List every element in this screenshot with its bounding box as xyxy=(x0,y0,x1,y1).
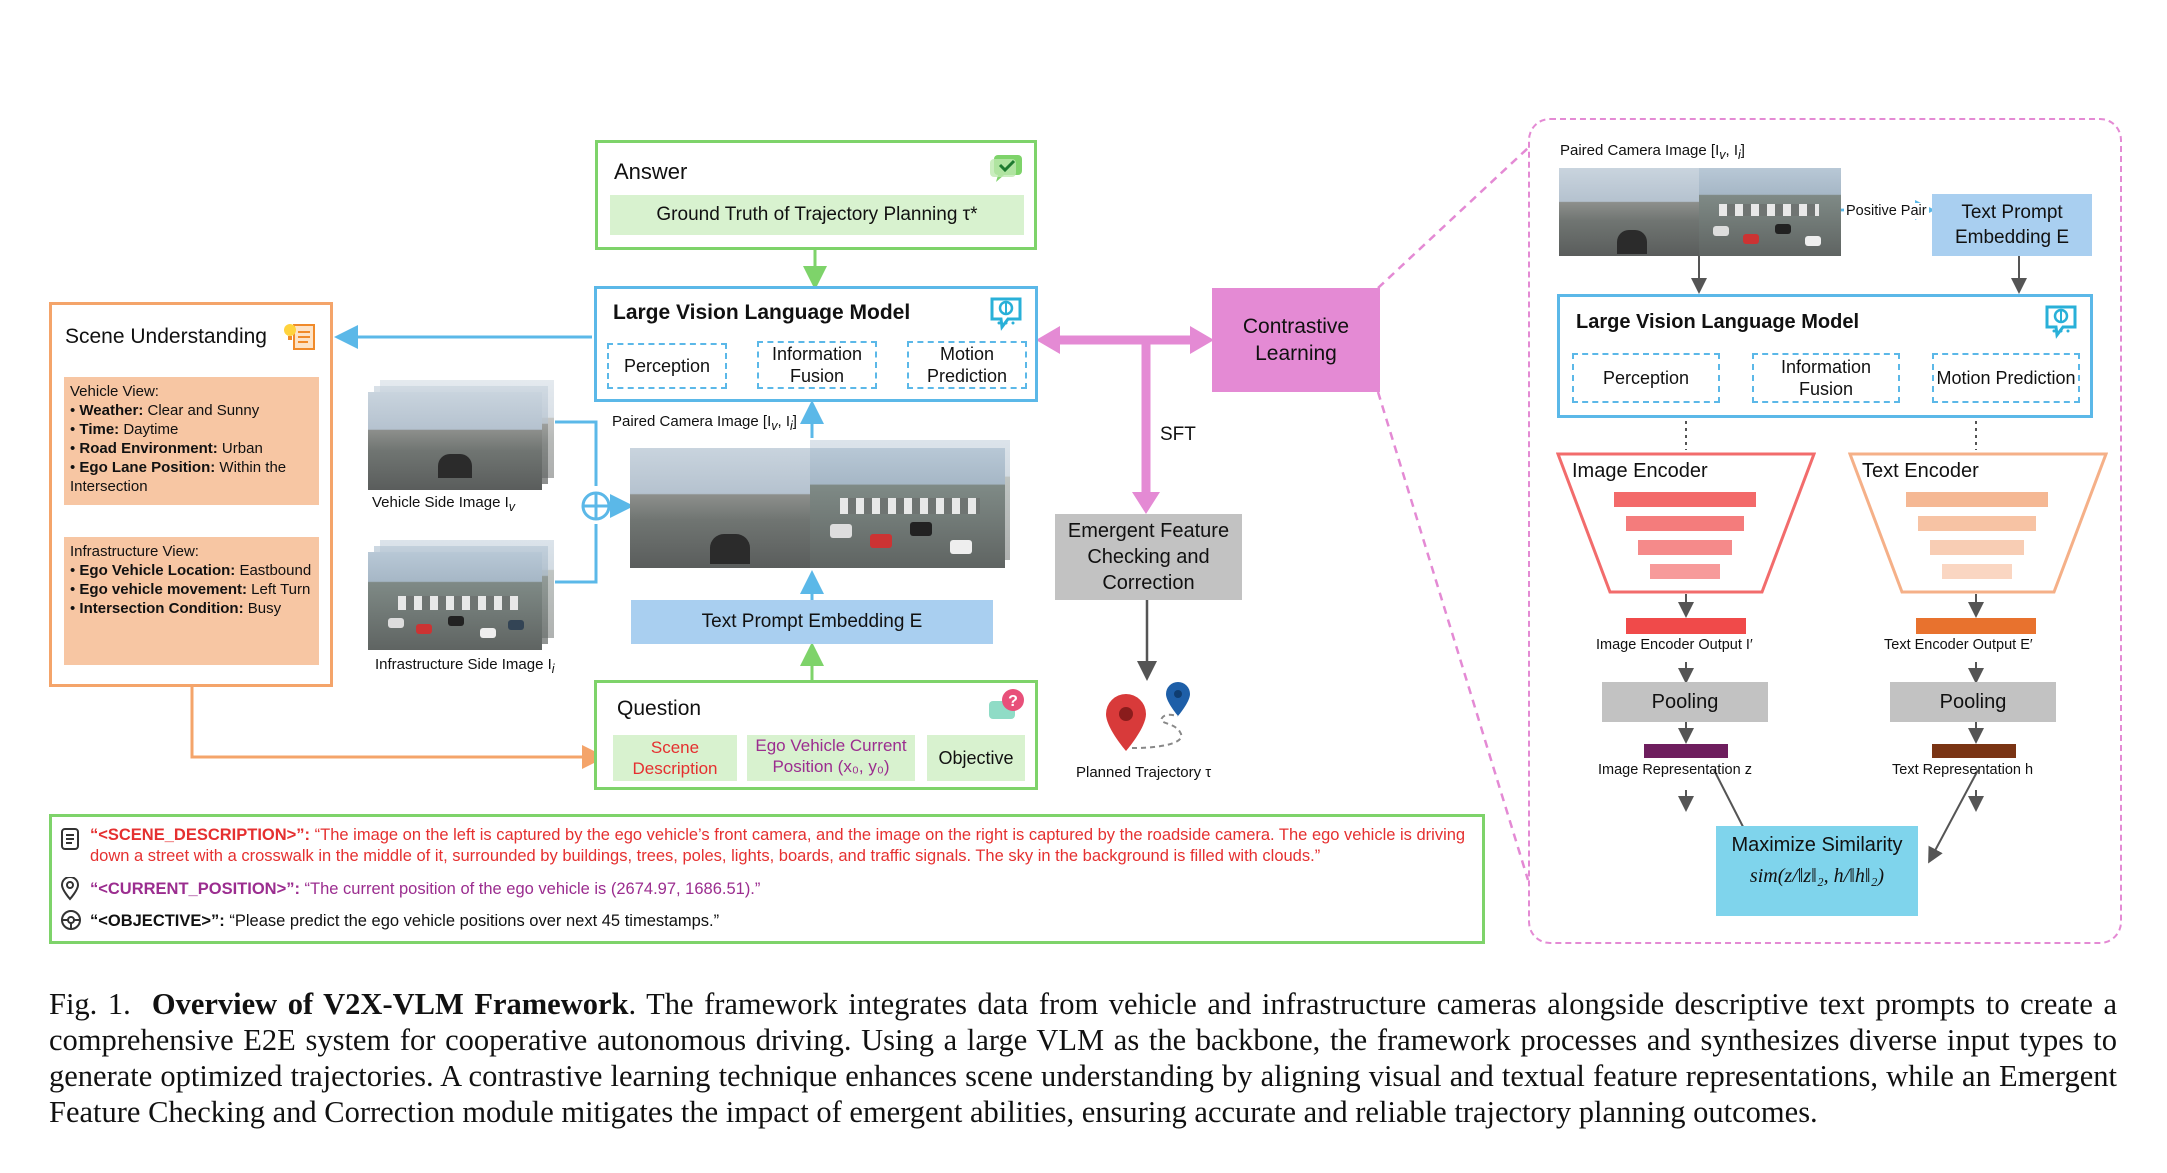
ego-position-token: Ego Vehicle Current Position (x₀, y₀) xyxy=(747,735,915,781)
infra-view-item: • Ego vehicle movement: Left Turn xyxy=(70,581,311,598)
prompt-definitions-box: “<SCENE_DESCRIPTION>”: “The image on the… xyxy=(49,814,1485,944)
scene-understanding-box: Scene Understanding Vehicle View: • Weat… xyxy=(49,302,333,687)
image-representation-bar xyxy=(1644,744,1728,758)
rp-paired-camera-image xyxy=(1559,168,1841,256)
infrastructure-view-panel: Infrastructure View: • Ego Vehicle Locat… xyxy=(64,537,319,665)
image-pooling-box: Pooling xyxy=(1602,682,1768,722)
vehicle-view-item: • Ego Lane Position: Within the Intersec… xyxy=(70,459,287,495)
text-prompt-embedding: Text Prompt Embedding E xyxy=(631,600,993,644)
chat-check-icon xyxy=(988,153,1024,183)
rp-motion-prediction: Motion Prediction xyxy=(1932,353,2080,403)
infra-view-item: • Ego Vehicle Location: Eastbound xyxy=(70,562,312,579)
question-title: Question xyxy=(617,697,702,720)
vlm-motion-prediction: Motion Prediction xyxy=(907,341,1027,389)
svg-text:?: ? xyxy=(1008,693,1018,710)
rp-brain-chip-icon xyxy=(2042,303,2080,339)
vehicle-side-image xyxy=(368,392,542,490)
infrastructure-side-image-stack xyxy=(368,540,554,650)
contrastive-detail-panel xyxy=(1528,118,2122,944)
scene-understanding-title: Scene Understanding xyxy=(65,325,267,348)
rp-paired-image-label: Paired Camera Image [Iv, Ii] xyxy=(1560,142,1745,162)
sft-label: SFT xyxy=(1160,424,1196,445)
infra-view-item: • Intersection Condition: Busy xyxy=(70,600,282,617)
text-pooling-box: Pooling xyxy=(1890,682,2056,722)
text-encoder-shape xyxy=(1848,452,2108,594)
document-icon xyxy=(60,827,80,851)
image-encoder-label: Image Encoder xyxy=(1572,460,1708,482)
image-encoder-shape xyxy=(1556,452,1816,594)
vehicle-side-label: Vehicle Side Image Iv xyxy=(372,494,516,514)
current-position-prompt: “<CURRENT_POSITION>”: “The current posit… xyxy=(90,880,761,898)
vehicle-view-item: • Road Environment: Urban xyxy=(70,440,263,457)
objective-prompt: “<OBJECTIVE>”: “Please predict the ego v… xyxy=(90,912,720,930)
map-pin-icon xyxy=(1098,676,1194,766)
paired-image-label: Paired Camera Image [Iv, Ii] xyxy=(612,413,797,433)
vehicle-view-panel: Vehicle View: • Weather: Clear and Sunny… xyxy=(64,377,319,505)
contrastive-learning-box: Contrastive Learning xyxy=(1212,288,1380,392)
maximize-similarity-box: Maximize Similarity sim(z/‖z‖₂, h/‖h‖₂) xyxy=(1716,826,1918,916)
paired-camera-image xyxy=(630,440,1015,570)
steering-wheel-icon xyxy=(60,909,82,931)
text-representation-bar xyxy=(1932,744,2016,758)
rp-vlm-title: Large Vision Language Model xyxy=(1576,311,1860,333)
text-encoder-output-bar xyxy=(1916,618,2036,634)
image-representation-label: Image Representation z xyxy=(1598,762,1752,778)
rp-information-fusion: Information Fusion xyxy=(1752,353,1900,403)
scene-description-token: Scene Description xyxy=(613,735,737,781)
emergent-feature-box: Emergent Feature Checking and Correction xyxy=(1055,514,1242,600)
vlm-information-fusion: Information Fusion xyxy=(757,341,877,389)
text-representation-label: Text Representation h xyxy=(1892,762,2034,778)
similarity-formula: sim(z/‖z‖₂, h/‖h‖₂) xyxy=(1749,865,1885,887)
figure-caption: Fig. 1. Overview of V2X-VLM Framework. T… xyxy=(49,987,2117,1129)
paired-vehicle-image xyxy=(630,448,820,568)
planned-trajectory-label: Planned Trajectory τ xyxy=(1076,764,1212,781)
brain-chip-icon xyxy=(987,295,1025,331)
text-encoder-output-label: Text Encoder Output E′ xyxy=(1884,637,2033,653)
paired-infra-image xyxy=(810,448,1005,568)
positive-pair-label: Positive Pair xyxy=(1844,203,1929,219)
vlm-perception: Perception xyxy=(607,343,727,389)
vehicle-view-header: Vehicle View: xyxy=(70,383,159,400)
vlm-title: Large Vision Language Model xyxy=(613,301,911,324)
image-encoder-output-bar xyxy=(1626,618,1746,634)
location-pin-icon xyxy=(60,876,80,901)
question-chat-icon: ? xyxy=(987,687,1027,727)
vehicle-view-item: • Weather: Clear and Sunny xyxy=(70,402,260,419)
infrastructure-side-label: Infrastructure Side Image Ii xyxy=(375,656,555,676)
ground-truth-label: Ground Truth of Trajectory Planning τ* xyxy=(610,195,1024,235)
rp-vlm-box: Large Vision Language Model Perception I… xyxy=(1557,294,2093,418)
vehicle-view-item: • Time: Daytime xyxy=(70,421,179,438)
answer-title: Answer xyxy=(614,159,688,184)
rp-perception: Perception xyxy=(1572,353,1720,403)
vlm-box: Large Vision Language Model Perception I… xyxy=(594,286,1038,402)
infra-view-header: Infrastructure View: xyxy=(70,543,199,560)
text-encoder-label: Text Encoder xyxy=(1862,460,1979,482)
objective-token: Objective xyxy=(927,735,1025,781)
image-encoder-output-label: Image Encoder Output I′ xyxy=(1596,637,1753,653)
scene-description-prompt: “<SCENE_DESCRIPTION>”: “The image on the… xyxy=(90,826,1466,865)
answer-box: Answer Ground Truth of Trajectory Planni… xyxy=(595,140,1037,250)
vehicle-side-image-stack xyxy=(368,380,554,490)
maximize-similarity-title: Maximize Similarity xyxy=(1731,834,1903,856)
infrastructure-side-image xyxy=(368,552,542,650)
idea-document-icon xyxy=(280,317,318,353)
question-box: Question ? Scene Description Ego Vehicle… xyxy=(594,680,1038,790)
rp-text-prompt-embedding: Text Prompt Embedding E xyxy=(1932,194,2092,256)
